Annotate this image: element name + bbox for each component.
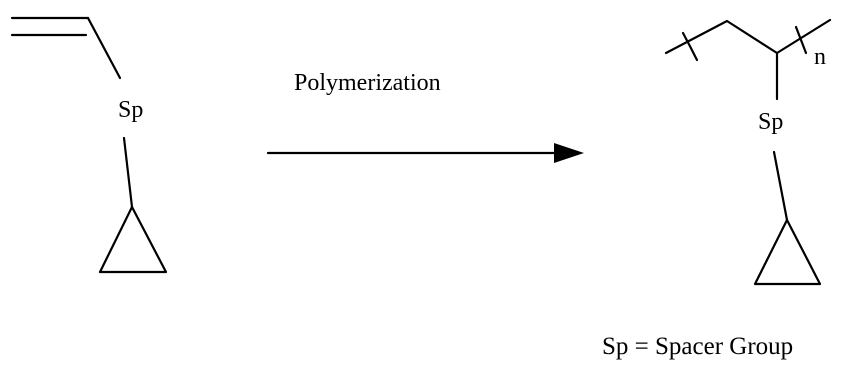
monomer-spacer-to-ring-bond (122, 136, 134, 209)
spacer-legend: Sp = Spacer Group (602, 333, 793, 360)
polymer-repeat-subscript: n (814, 44, 826, 70)
polymer-right-bracket (794, 25, 808, 55)
polymer-left-bracket (681, 31, 699, 62)
reaction-arrow: Polymerization (266, 70, 584, 163)
polymer-spacer-to-ring-bond (772, 150, 789, 222)
monomer-structure: Sp (10, 16, 168, 274)
polymer-backbone (664, 18, 832, 55)
reaction-arrow-head (554, 143, 584, 163)
polymer-cyclopropane-ring (753, 218, 822, 286)
polymer-spacer-label: Sp (758, 109, 783, 135)
monomer-cyclopropane-ring (98, 205, 168, 274)
polymer-structure: n Sp (664, 18, 832, 286)
reaction-arrow-label: Polymerization (294, 70, 441, 96)
monomer-spacer-label: Sp (118, 97, 143, 123)
vinyl-to-spacer-bond (86, 16, 122, 80)
